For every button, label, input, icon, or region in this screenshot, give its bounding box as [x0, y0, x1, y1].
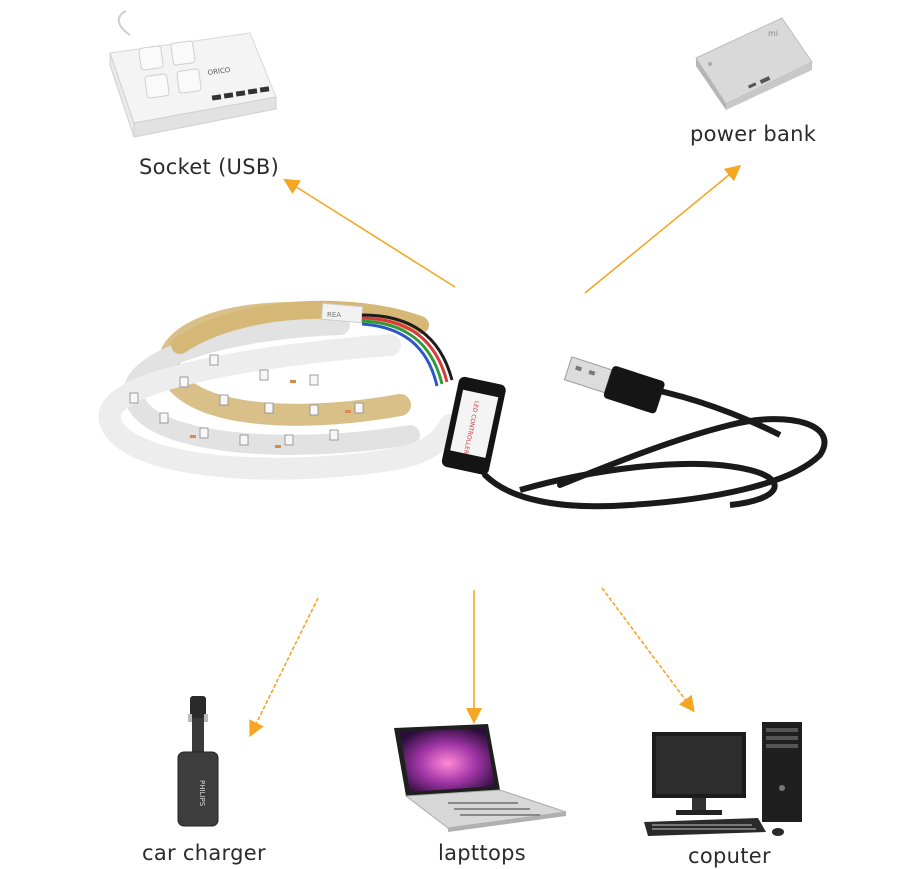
- socket-brand: ORICO: [207, 66, 231, 77]
- usb-socket-image: ORICO: [109, 10, 277, 138]
- computer-image: [644, 722, 802, 836]
- laptops-label: lapttops: [438, 841, 527, 865]
- laptop-image: [394, 724, 567, 832]
- led-strip-image: REA LED CONTROLLER: [98, 300, 828, 510]
- socket-label: Socket (USB): [139, 155, 280, 179]
- connector-text: REA: [327, 311, 341, 319]
- car-charger-image: PHILIPS: [177, 696, 219, 827]
- computer-label: coputer: [688, 844, 771, 868]
- power-bank-label: power bank: [690, 122, 817, 146]
- car-charger-label: car charger: [142, 841, 266, 865]
- arrow-to-computer: [601, 587, 695, 713]
- car-charger-brand: PHILIPS: [198, 780, 206, 807]
- power-bank-brand: mi: [768, 29, 778, 38]
- arrow-to-car-charger: [249, 597, 319, 738]
- arrow-to-socket: [283, 178, 456, 288]
- arrow-to-power-bank: [584, 164, 742, 294]
- power-bank-image: mi: [695, 17, 813, 110]
